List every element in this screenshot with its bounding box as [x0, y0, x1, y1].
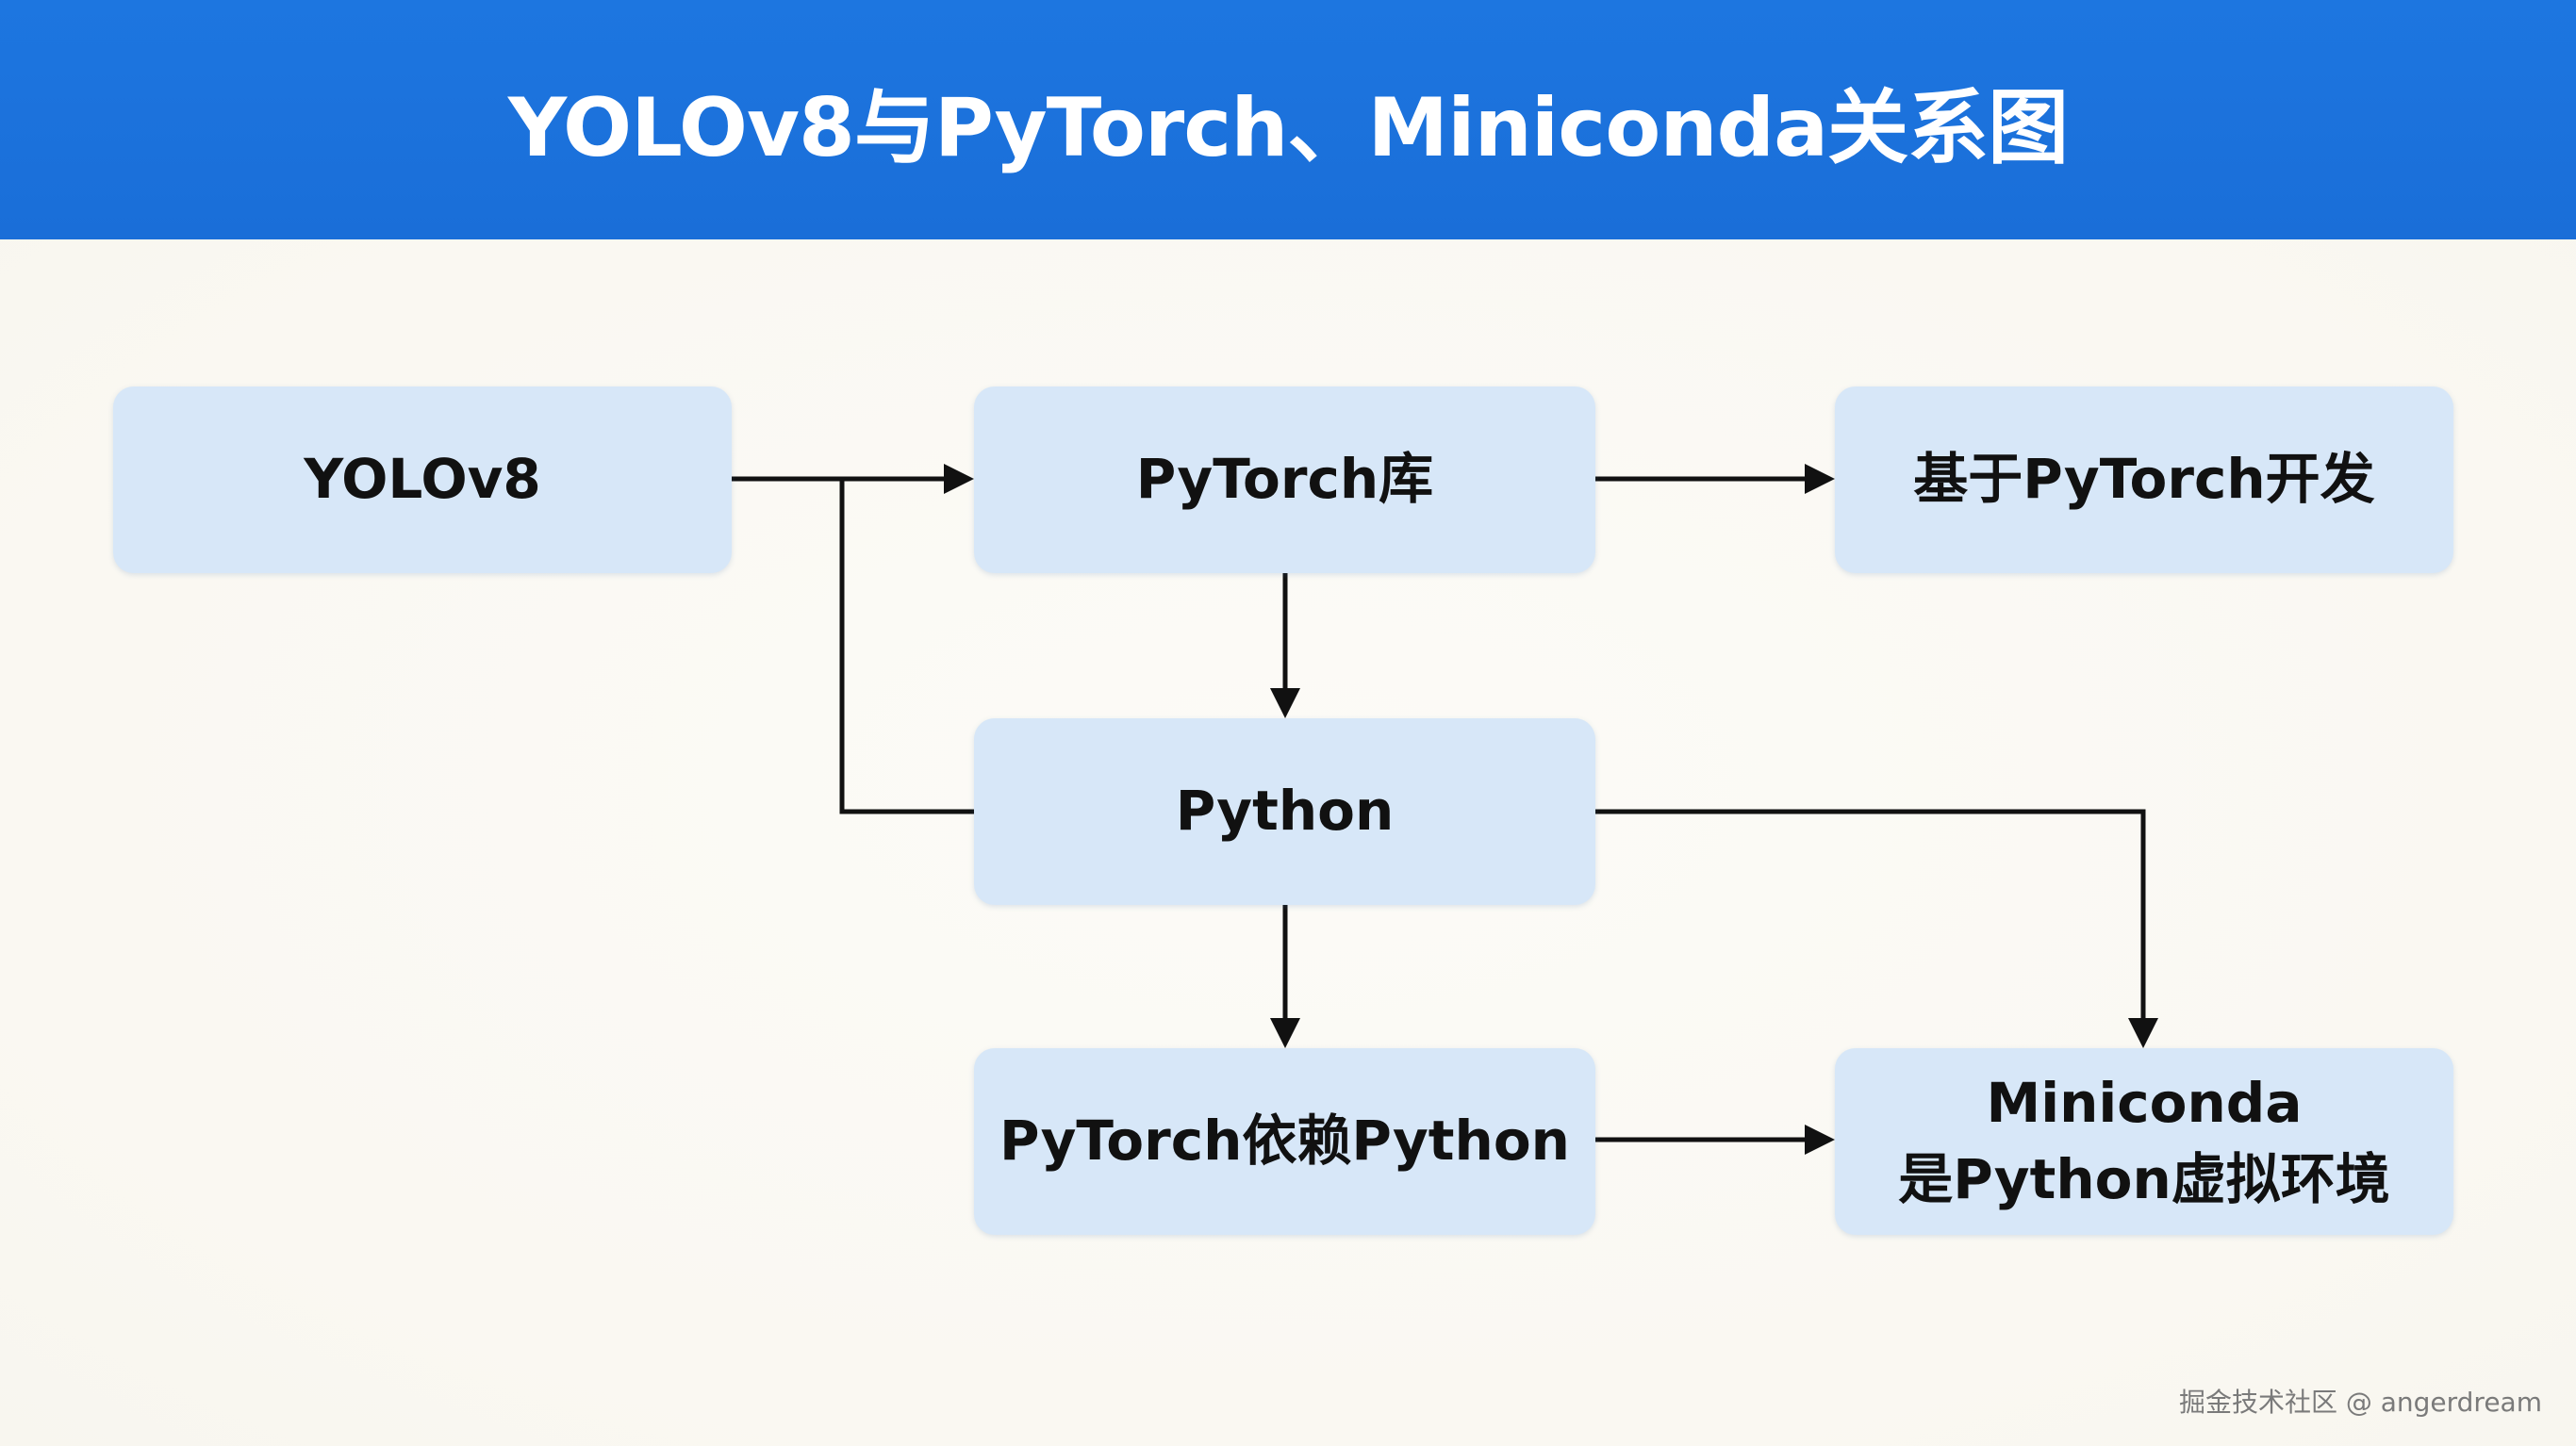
page-title: YOLOv8与PyTorch、Miniconda关系图	[507, 80, 2069, 175]
node-pytorch-depends-python: PyTorch依赖Python	[974, 1048, 1595, 1235]
watermark: 掘金技术社区 @ angerdream	[2178, 1387, 2542, 1418]
node-python-label: Python	[1175, 779, 1395, 844]
arrowhead-right	[1805, 1125, 1835, 1155]
arrowhead-right	[1805, 464, 1835, 494]
edge-yolov8-to-python	[839, 479, 974, 814]
node-based-on-pytorch: 基于PyTorch开发	[1835, 386, 2453, 573]
arrowhead-right	[944, 464, 974, 494]
arrowhead-down	[1270, 1018, 1300, 1048]
node-miniconda-label-line2: 是Python虚拟环境	[1898, 1147, 2390, 1211]
node-based-on-pytorch-label: 基于PyTorch开发	[1913, 447, 2375, 512]
arrowhead-down	[2128, 1018, 2158, 1048]
header-banner: YOLOv8与PyTorch、Miniconda关系图	[0, 0, 2576, 239]
node-miniconda-label-line1: Miniconda	[1986, 1070, 2303, 1135]
node-pytorch-lib-label: PyTorch库	[1135, 447, 1434, 512]
edge-python-to-miniconda	[1595, 809, 2146, 1024]
node-pytorch-depends-python-label: PyTorch依赖Python	[999, 1109, 1570, 1174]
node-miniconda: Miniconda 是Python虚拟环境	[1835, 1048, 2453, 1235]
arrowhead-down	[1270, 688, 1300, 718]
node-yolov8-label: YOLOv8	[304, 447, 541, 512]
node-python: Python	[974, 718, 1595, 905]
node-pytorch-lib: PyTorch库	[974, 386, 1595, 573]
node-yolov8: YOLOv8	[113, 386, 732, 573]
